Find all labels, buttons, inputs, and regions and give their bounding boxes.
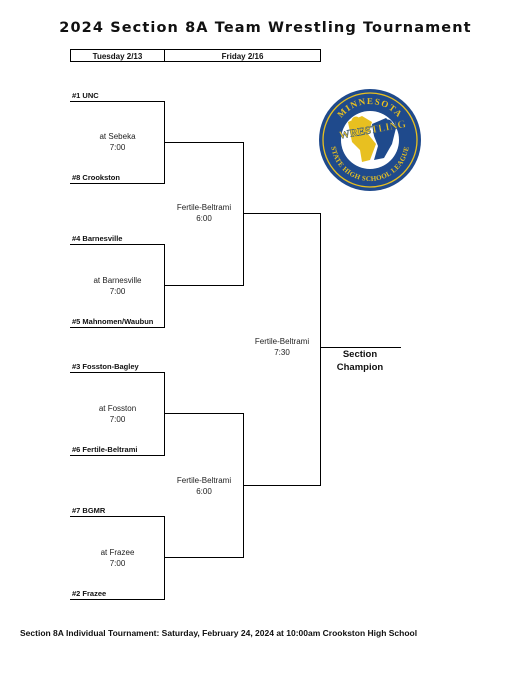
match-site: at Barnesville: [93, 276, 142, 285]
section-champion-label: Section Champion: [320, 348, 400, 374]
team-seed-6: #6 Fertile-Beltrami: [72, 445, 138, 454]
bracket-line: [164, 516, 165, 600]
page-title: 2024 Section 8A Team Wrestling Tournamen…: [59, 20, 472, 36]
footer-note: Section 8A Individual Tournament: Saturd…: [20, 628, 418, 638]
wrestlers-figure: [348, 116, 396, 162]
bracket-line: [164, 142, 244, 143]
bracket-line: [70, 599, 165, 600]
bracket-line: [164, 244, 165, 328]
team-seed-5: #5 Mahnomen/Waubun: [72, 317, 154, 326]
champion-line2: Champion: [336, 362, 384, 373]
bracket-line: [243, 213, 321, 214]
match-time: 7:30: [274, 348, 290, 357]
bracket-line: [320, 347, 401, 348]
match-time: 6:00: [196, 214, 212, 223]
match-info-r1-2: at Barnesville 7:00: [70, 275, 165, 297]
match-time: 7:00: [109, 415, 126, 424]
bracket-line: [70, 244, 165, 245]
bracket-line: [243, 485, 321, 486]
match-site: Fertile-Beltrami: [176, 476, 232, 485]
match-info-r1-3: at Fosston 7:00: [70, 403, 165, 425]
match-time: 6:00: [196, 487, 212, 496]
bracket-line: [164, 285, 244, 286]
team-seed-7: #7 BGMR: [72, 506, 106, 515]
match-site: at Sebeka: [99, 132, 136, 141]
team-seed-8: #8 Crookston: [72, 173, 120, 182]
bracket-line: [70, 327, 165, 328]
bracket-line: [320, 213, 321, 486]
match-site: at Frazee: [100, 548, 135, 557]
round1-header: Tuesday 2/13: [70, 49, 165, 62]
team-seed-3: #3 Fosston-Bagley: [72, 362, 139, 371]
match-time: 7:00: [109, 143, 126, 152]
round2-header: Friday 2/16: [164, 49, 321, 62]
match-info-semi-1: Fertile-Beltrami 6:00: [164, 202, 244, 224]
bracket-line: [70, 183, 165, 184]
match-info-r1-1: at Sebeka 7:00: [70, 131, 165, 153]
bracket-line: [70, 516, 165, 517]
team-seed-4: #4 Barnesville: [72, 234, 123, 243]
bracket-line: [164, 413, 244, 414]
match-time: 7:00: [109, 287, 126, 296]
match-site: at Fosston: [98, 404, 137, 413]
bracket-line: [70, 455, 165, 456]
bracket-line: [70, 372, 165, 373]
match-info-semi-2: Fertile-Beltrami 6:00: [164, 475, 244, 497]
match-time: 7:00: [109, 559, 126, 568]
bracket-line: [164, 372, 165, 456]
team-seed-2: #2 Frazee: [72, 589, 107, 598]
champion-line1: Section: [342, 349, 378, 360]
mshsl-wrestling-logo: MINNESOTA STATE HIGH SCHOOL LEAGUE WREST…: [319, 89, 421, 191]
match-site: Fertile-Beltrami: [254, 337, 310, 346]
match-info-final: Fertile-Beltrami 7:30: [243, 336, 321, 358]
team-seed-1: #1 UNC: [72, 91, 99, 100]
bracket-line: [164, 557, 244, 558]
bracket-line: [70, 101, 165, 102]
bracket-line: [243, 142, 244, 286]
match-site: Fertile-Beltrami: [176, 203, 232, 212]
match-info-r1-4: at Frazee 7:00: [70, 547, 165, 569]
